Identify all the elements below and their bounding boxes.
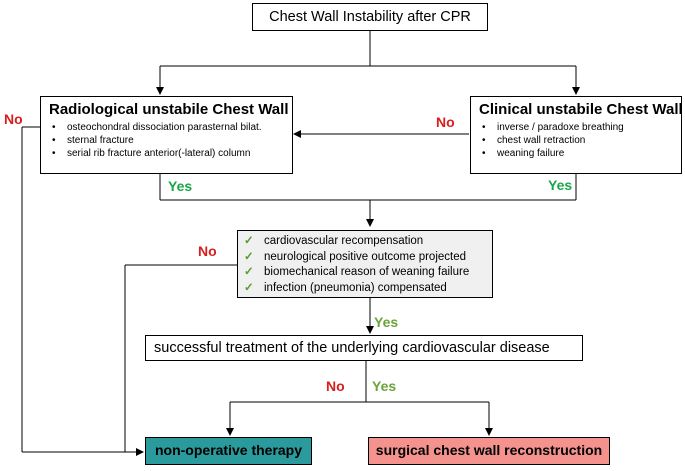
check-icon: ✓ bbox=[244, 235, 254, 247]
checklist-item: ✓infection (pneumonia) compensated bbox=[238, 281, 492, 297]
clinical-heading: Clinical unstabile Chest Wall bbox=[479, 101, 683, 118]
list-item: •sternal fracture bbox=[52, 135, 134, 146]
checklist-box: ✓cardiovascular recompensation ✓neurolog… bbox=[237, 230, 493, 298]
clinical-box: Clinical unstabile Chest Wall •inverse /… bbox=[470, 96, 683, 174]
clinical-list: •inverse / paradoxe breathing •chest wal… bbox=[479, 121, 681, 160]
check-icon: ✓ bbox=[244, 266, 254, 278]
treatment-box: successful treatment of the underlying c… bbox=[145, 335, 583, 361]
no-checklist-label: No bbox=[198, 243, 217, 259]
list-item: •osteochondral dissociation parasternal … bbox=[52, 122, 262, 133]
top-box-title: Chest Wall Instability after CPR bbox=[269, 9, 471, 25]
yes-radiological-label: Yes bbox=[168, 178, 193, 194]
non-operative-label: non-operative therapy bbox=[154, 442, 303, 458]
non-operative-box: non-operative therapy bbox=[145, 437, 312, 465]
list-item: •inverse / paradoxe breathing bbox=[482, 122, 624, 133]
list-item: •chest wall retraction bbox=[482, 135, 586, 146]
checklist-item: ✓biomechanical reason of weaning failure bbox=[238, 265, 492, 281]
list-item: •weaning failure bbox=[482, 148, 565, 159]
check-icon: ✓ bbox=[244, 250, 254, 263]
no-treatment-label: No bbox=[326, 378, 345, 394]
yes-treatment-label: Yes bbox=[372, 378, 397, 394]
list-item: •serial rib fracture anterior(-lateral) … bbox=[52, 148, 251, 159]
yes-clinical-label: Yes bbox=[548, 177, 573, 193]
radiological-list: •osteochondral dissociation parasternal … bbox=[49, 121, 292, 160]
checklist-item: ✓neurological positive outcome projected bbox=[238, 250, 492, 266]
radiological-heading: Radiological unstabile Chest Wall bbox=[49, 101, 289, 118]
radiological-box: Radiological unstabile Chest Wall •osteo… bbox=[40, 96, 293, 174]
checklist-item: ✓cardiovascular recompensation bbox=[238, 234, 492, 250]
surgical-label: surgical chest wall reconstruction bbox=[375, 442, 603, 458]
yes-checklist-label: Yes bbox=[374, 314, 399, 330]
top-box: Chest Wall Instability after CPR bbox=[252, 3, 488, 31]
checklist: ✓cardiovascular recompensation ✓neurolog… bbox=[238, 234, 492, 296]
treatment-text: successful treatment of the underlying c… bbox=[154, 340, 550, 356]
surgical-box: surgical chest wall reconstruction bbox=[368, 437, 610, 465]
no-clinical-label: No bbox=[436, 114, 455, 130]
check-icon: ✓ bbox=[244, 281, 254, 294]
no-left-label: No bbox=[4, 111, 23, 127]
